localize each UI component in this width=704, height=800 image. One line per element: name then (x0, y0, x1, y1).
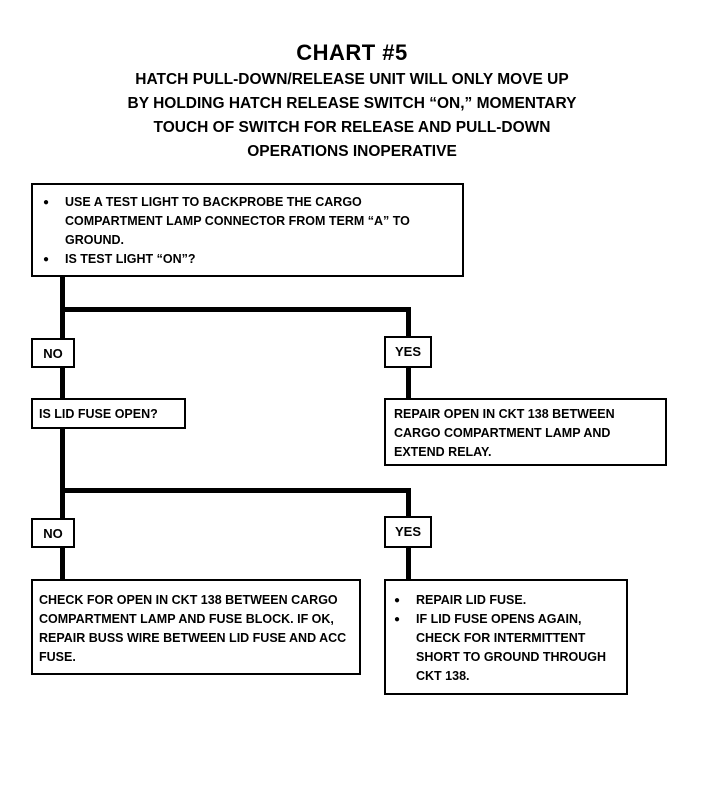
subtitle-line: OPERATIONS INOPERATIVE (247, 143, 457, 160)
branch2-no-label: NO (31, 518, 75, 548)
step-item: USE A TEST LIGHT TO BACKPROBE THE CARGO … (39, 193, 452, 250)
connector-line (406, 546, 411, 580)
action-item: REPAIR LID FUSE. (390, 591, 618, 610)
chart-title: CHART #5 (296, 40, 408, 65)
chart-subtitle: HATCH PULL-DOWN/RELEASE UNIT WILL ONLY M… (0, 68, 704, 164)
subtitle-line: BY HOLDING HATCH RELEASE SWITCH “ON,” MO… (127, 95, 577, 112)
check-open-ckt-138-box: CHECK FOR OPEN IN CKT 138 BETWEEN CARGO … (31, 579, 361, 675)
repair-lid-fuse-box: REPAIR LID FUSE. IF LID FUSE OPENS AGAIN… (384, 579, 628, 695)
subtitle-line: TOUCH OF SWITCH FOR RELEASE AND PULL-DOW… (153, 119, 551, 136)
branch1-yes-label: YES (384, 336, 432, 368)
connector-line (60, 428, 65, 518)
connector-line (406, 366, 411, 400)
connector-line (406, 488, 411, 518)
action-item: IF LID FUSE OPENS AGAIN, CHECK FOR INTER… (390, 610, 618, 686)
branch2-yes-label: YES (384, 516, 432, 548)
connector-line (60, 366, 65, 400)
lid-fuse-question-box: IS LID FUSE OPEN? (31, 398, 186, 429)
connector-line (60, 307, 411, 312)
branch1-no-label: NO (31, 338, 75, 368)
connector-line (406, 307, 411, 337)
test-light-step-box: USE A TEST LIGHT TO BACKPROBE THE CARGO … (31, 183, 464, 277)
connector-line (60, 546, 65, 580)
repair-ckt-138-box: REPAIR OPEN IN CKT 138 BETWEEN CARGO COM… (384, 398, 667, 466)
connector-line (60, 488, 411, 493)
subtitle-line: HATCH PULL-DOWN/RELEASE UNIT WILL ONLY M… (135, 71, 569, 88)
step-item: IS TEST LIGHT “ON”? (39, 250, 452, 269)
